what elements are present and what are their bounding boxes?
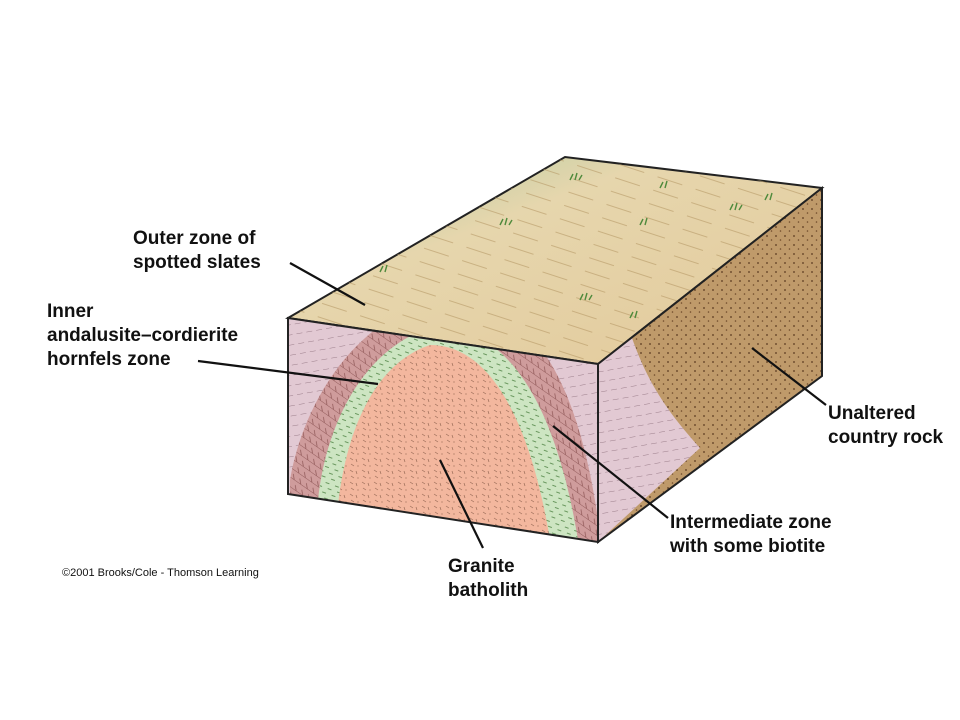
leader-outer-zone — [289, 262, 366, 306]
label-intermediate: Intermediate zone with some biotite — [670, 512, 832, 557]
label-granite: Granite batholith — [448, 556, 529, 601]
leader-intermediate — [552, 425, 669, 519]
leader-granite — [439, 459, 484, 549]
front-outline — [287, 316, 599, 544]
label-unaltered: Unaltered country rock — [828, 403, 944, 448]
leader-lines — [197, 262, 827, 549]
label-outer-zone: Outer zone of spotted slates — [133, 228, 261, 273]
top-surface-texture — [288, 157, 822, 364]
label-inner-zone: Inner andalusite–cordierite hornfels zon… — [47, 301, 239, 370]
copyright-credit: ©2001 Brooks/Cole - Thomson Learning — [62, 567, 259, 579]
grass-tufts — [379, 172, 773, 319]
leader-unaltered — [751, 347, 827, 406]
granite-texture — [338, 345, 550, 540]
slate-side-texture — [598, 338, 700, 542]
leader-inner-zone — [197, 359, 379, 386]
